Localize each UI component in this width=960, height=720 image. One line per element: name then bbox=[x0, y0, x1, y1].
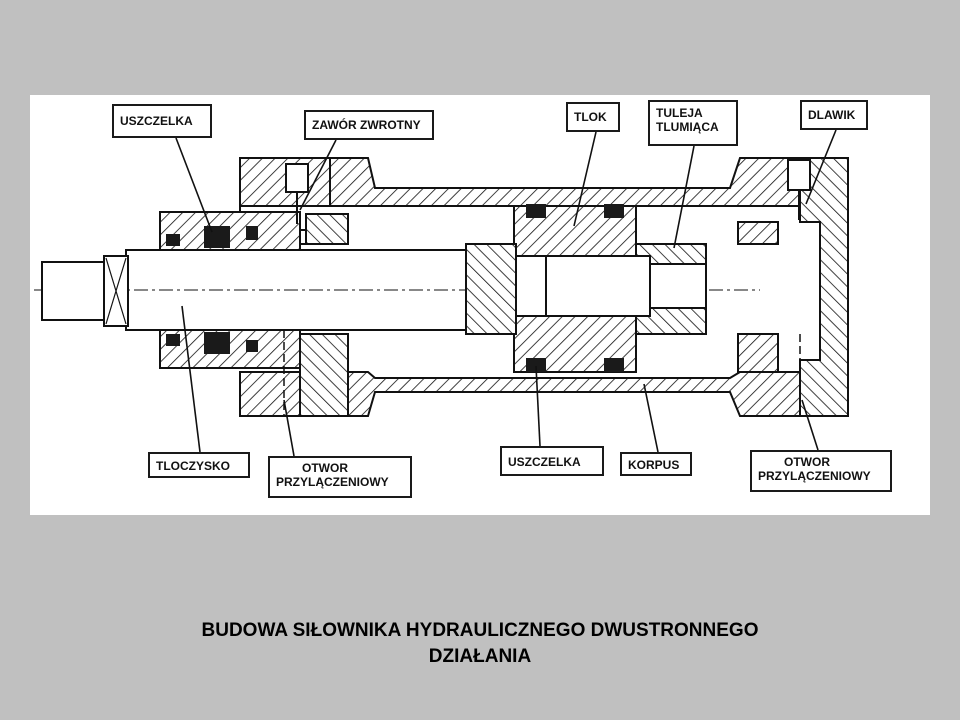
label-otwor-right-line1: OTWOR bbox=[784, 455, 830, 469]
rod-nose bbox=[649, 263, 707, 309]
piston-seal-top-left bbox=[526, 204, 546, 218]
label-uszczelka-bottom-text: USZCZELKA bbox=[508, 455, 581, 469]
right-inner-block-lower bbox=[737, 333, 779, 373]
leader-tlok bbox=[573, 131, 597, 227]
slide-title-line2: DZIAŁANIA bbox=[428, 646, 532, 667]
label-otwor-left-line1: OTWOR bbox=[302, 461, 348, 475]
rod-nut bbox=[545, 255, 651, 317]
rod-thread-end bbox=[41, 261, 105, 321]
label-tloczysko-text: TLOCZYSKO bbox=[156, 459, 230, 473]
label-uszczelka-top-text: USZCZELKA bbox=[120, 114, 193, 128]
rod-thread-collar bbox=[103, 255, 129, 327]
label-tuleja-tlumiaca: TULEJA TLUMIĄCA bbox=[648, 100, 738, 146]
label-tloczysko: TLOCZYSKO bbox=[148, 452, 250, 478]
slide-title-line1: BUDOWA SIŁOWNIKA HYDRAULICZNEGO DWUSTRON… bbox=[201, 620, 759, 641]
leader-otwor-left bbox=[283, 399, 295, 457]
label-tuleja-line1: TULEJA bbox=[656, 106, 703, 120]
gland-seal-top-small bbox=[166, 234, 180, 246]
gland-seal-bottom bbox=[204, 332, 230, 354]
collar-cross-2 bbox=[105, 257, 127, 325]
label-korpus-text: KORPUS bbox=[628, 458, 680, 472]
left-port-block-top bbox=[305, 213, 349, 245]
leader-zawor bbox=[299, 139, 337, 211]
piston-seal-bottom-left bbox=[526, 358, 546, 372]
slide-title: BUDOWA SIŁOWNIKA HYDRAULICZNEGO DWUSTRON… bbox=[80, 618, 880, 670]
leader-lines bbox=[175, 129, 837, 457]
leader-dlawik bbox=[805, 129, 837, 205]
check-valve-body bbox=[285, 163, 309, 193]
gland-seal-top bbox=[204, 226, 230, 248]
piston-hub-left bbox=[465, 243, 517, 335]
left-port-block bbox=[299, 333, 349, 417]
label-tlok-text: TLOK bbox=[574, 110, 607, 124]
leader-korpus bbox=[643, 383, 659, 453]
leader-otwor-right bbox=[801, 399, 819, 451]
leader-uszczelka-top bbox=[175, 137, 213, 233]
label-tlok: TLOK bbox=[566, 102, 620, 132]
label-uszczelka-top: USZCZELKA bbox=[112, 104, 212, 138]
throttle-body bbox=[787, 159, 811, 191]
label-otwor-right: OTWOR PRZYLĄCZENIOWY bbox=[750, 450, 892, 492]
piston-seal-bottom-right bbox=[604, 358, 624, 372]
right-inner-block bbox=[737, 221, 779, 245]
label-dlawik-text: DLAWIK bbox=[808, 108, 856, 122]
leader-tuleja bbox=[673, 145, 695, 249]
leader-tloczysko bbox=[181, 305, 201, 453]
label-zawor-text: ZAWÓR ZWROTNY bbox=[312, 118, 421, 132]
label-uszczelka-bottom: USZCZELKA bbox=[500, 446, 604, 476]
label-dlawik: DLAWIK bbox=[800, 100, 868, 130]
gland-seal-bottom-small bbox=[166, 334, 180, 346]
label-zawor-zwrotny: ZAWÓR ZWROTNY bbox=[304, 110, 434, 140]
piston-seal-top-right bbox=[604, 204, 624, 218]
label-korpus: KORPUS bbox=[620, 452, 692, 476]
gland-seal-top-2 bbox=[246, 226, 258, 240]
leader-uszczelka-bottom bbox=[535, 365, 541, 447]
label-otwor-left-line2: PRZYLĄCZENIOWY bbox=[276, 475, 389, 489]
label-otwor-left: OTWOR PRZYLĄCZENIOWY bbox=[268, 456, 412, 498]
gland-seal-bottom-2 bbox=[246, 340, 258, 352]
label-otwor-right-line2: PRZYLĄCZENIOWY bbox=[758, 469, 871, 483]
label-tuleja-line2: TLUMIĄCA bbox=[656, 120, 719, 134]
